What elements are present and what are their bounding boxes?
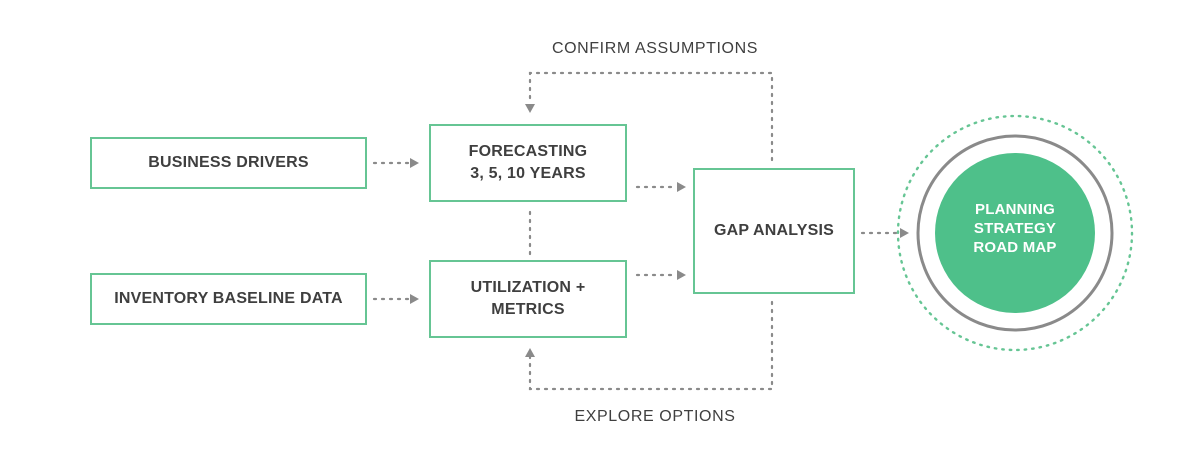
connector-confirm-assumptions-loop — [528, 71, 774, 162]
utilization-subtitle: METRICS — [491, 301, 565, 318]
arrowhead-icon — [677, 182, 686, 192]
arrowhead-icon — [410, 294, 419, 304]
arrowhead-icon — [525, 104, 535, 113]
outcome-line-planning: PLANNING — [975, 201, 1055, 218]
arrowhead-icon — [677, 270, 686, 280]
inventory-baseline-label: INVENTORY BASELINE DATA — [114, 290, 343, 307]
forecasting-subtitle: 3, 5, 10 YEARS — [470, 165, 586, 182]
inventory-baseline-box: INVENTORY BASELINE DATA — [90, 273, 367, 325]
business-drivers-label: BUSINESS DRIVERS — [148, 154, 309, 171]
gap-analysis-box: GAP ANALYSIS — [693, 168, 855, 294]
business-drivers-box: BUSINESS DRIVERS — [90, 137, 367, 189]
outcome-green-circle — [935, 153, 1095, 313]
outcome-line-strategy: STRATEGY — [973, 220, 1057, 237]
forecasting-box: FORECASTING 3, 5, 10 YEARS — [429, 124, 627, 202]
confirm-assumptions-label: CONFIRM ASSUMPTIONS — [551, 40, 759, 57]
forecasting-title: FORECASTING — [468, 143, 588, 160]
explore-options-label: EXPLORE OPTIONS — [574, 408, 736, 425]
outcome-dotted-ring — [896, 114, 1134, 352]
arrowhead-icon — [410, 158, 419, 168]
outcome-line-roadmap: ROAD MAP — [973, 239, 1057, 256]
arrowhead-icon — [525, 348, 535, 357]
gap-analysis-label: GAP ANALYSIS — [713, 222, 835, 239]
utilization-title: UTILIZATION + — [470, 279, 586, 296]
utilization-box: UTILIZATION + METRICS — [429, 260, 627, 338]
arrowhead-icon — [900, 228, 909, 238]
outcome-label: PLANNING STRATEGY ROAD MAP — [955, 200, 1075, 257]
connector-explore-options-loop — [528, 300, 774, 391]
